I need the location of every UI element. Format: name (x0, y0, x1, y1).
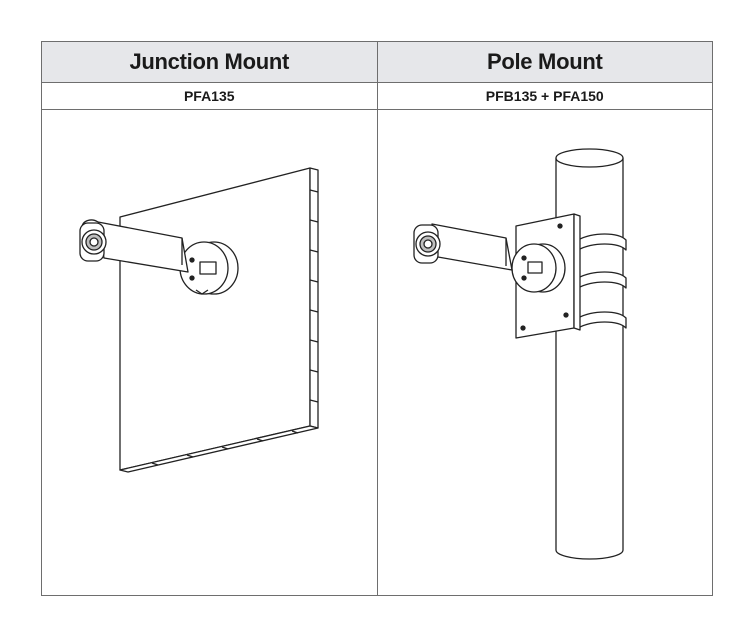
bullet-camera (412, 223, 513, 271)
mount-comparison-table: Junction Mount Pole Mount PFA135 PFB135 … (41, 41, 713, 596)
junction-box (179, 241, 239, 295)
junction-mount-header: Junction Mount (41, 41, 378, 83)
pole-bands (576, 233, 627, 329)
model-row: PFA135 PFB135 + PFA150 (41, 82, 713, 110)
bullet-camera (79, 219, 189, 273)
junction-mount-illustration (79, 167, 319, 473)
header-row: Junction Mount Pole Mount (41, 41, 713, 83)
junction-mount-model: PFA135 (41, 82, 378, 110)
pole (554, 148, 624, 560)
junction-box (510, 243, 566, 293)
wall-panel (119, 167, 319, 473)
pole-mount-figure-cell (376, 109, 713, 596)
junction-mount-figure-cell (41, 109, 378, 596)
figure-row (41, 109, 713, 596)
pole-mount-illustration (412, 148, 627, 560)
pole-mount-header: Pole Mount (376, 41, 713, 83)
pole-mount-model: PFB135 + PFA150 (376, 82, 713, 110)
